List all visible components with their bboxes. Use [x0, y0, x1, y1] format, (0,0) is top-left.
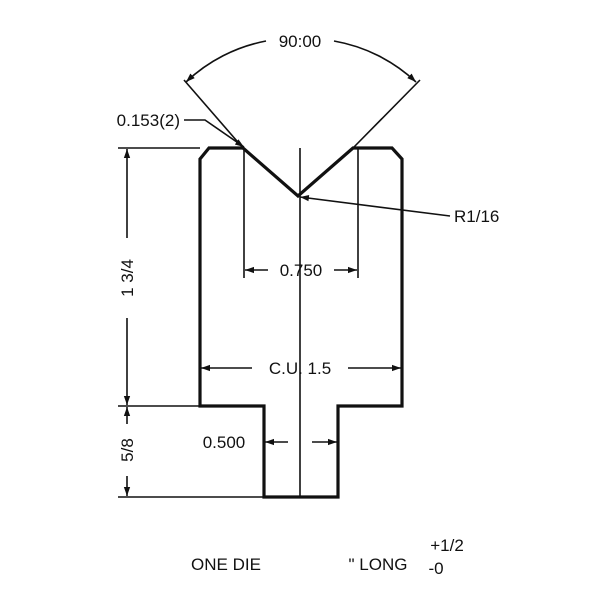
angle-label: 90:00 [279, 32, 322, 51]
chamfer-leader [184, 119, 245, 148]
radius-label: R1/16 [454, 207, 499, 226]
angle-leader-right [352, 79, 421, 149]
tang-width-label: 0.500 [203, 433, 246, 452]
caption-tolerance-minus: -0 [428, 559, 443, 578]
caption-tolerance-plus: +1/2 [430, 536, 464, 555]
radius-leader [299, 195, 451, 217]
angle-arc-right [333, 40, 417, 83]
width-label: C.U. 1.5 [269, 359, 331, 378]
angle-leader-left [183, 79, 244, 149]
die-outline [198, 146, 404, 499]
height-label: 1 3/4 [118, 259, 137, 297]
v-opening-label: 0.750 [280, 261, 323, 280]
tang-height-label: 5/8 [118, 438, 137, 462]
chamfer-label: 0.153(2) [117, 111, 180, 130]
angle-arc-left [185, 40, 267, 83]
caption-quantity: ONE DIE [191, 555, 261, 574]
caption-length: " LONG [349, 555, 408, 574]
